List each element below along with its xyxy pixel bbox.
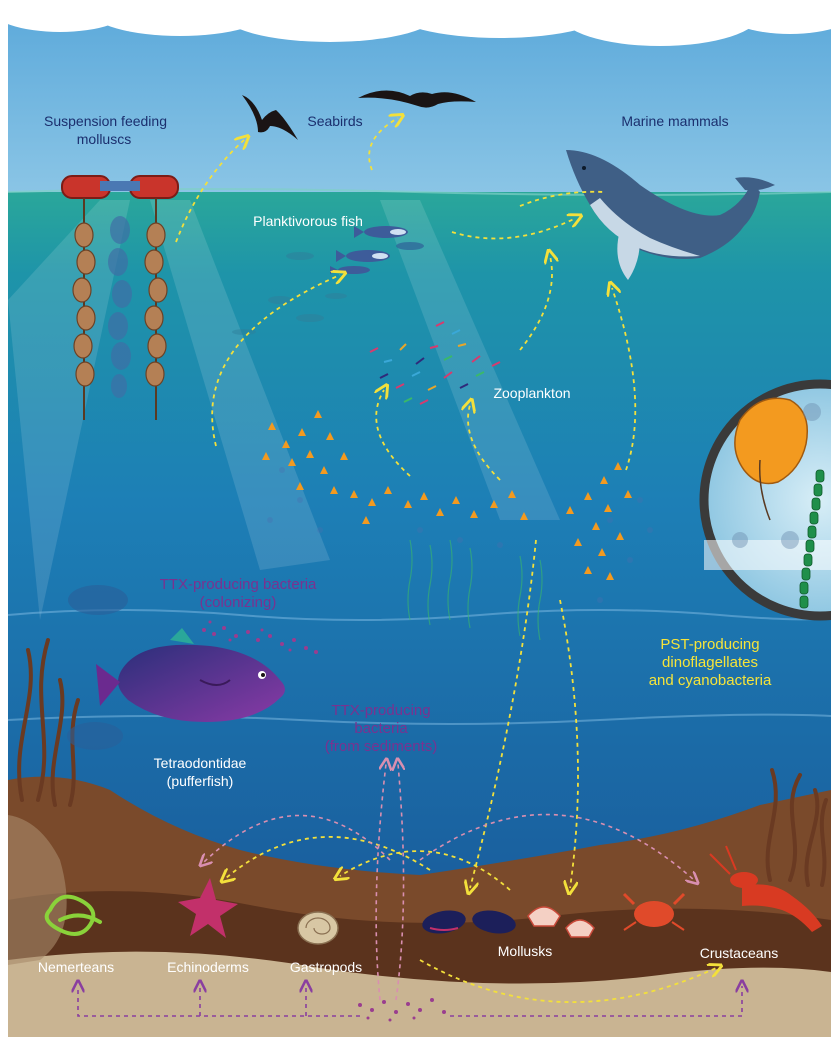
label-ttx-sediments: TTX-producing bacteria (from sediments) (316, 702, 446, 756)
label-pst-producing: PST-producing dinoflagellates and cyanob… (632, 636, 788, 690)
label-seabirds: Seabirds (300, 112, 370, 130)
label-ttx-sediments-line3: (from sediments) (316, 738, 446, 756)
label-ttx-colonizing: TTX-producing bacteria (colonizing) (138, 576, 338, 612)
label-suspension-feeding: Suspension feeding molluscs (44, 112, 164, 148)
label-pst-producing-line1: PST-producing (632, 636, 788, 654)
label-ttx-sediments-line2: bacteria (316, 720, 446, 738)
snail-icon (298, 912, 338, 944)
label-ttx-sediments-line1: TTX-producing (316, 702, 446, 720)
label-gastropods: Gastropods (278, 958, 374, 976)
label-pst-producing-line3: and cyanobacteria (632, 672, 788, 690)
label-tetraodontidae-line1: Tetraodontidae (140, 754, 260, 772)
label-planktivorous-fish: Planktivorous fish (240, 212, 376, 230)
label-mollusks: Mollusks (480, 942, 570, 960)
label-tetraodontidae: Tetraodontidae (pufferfish) (140, 754, 260, 790)
label-suspension-feeding-line2: molluscs (44, 130, 164, 148)
label-nemerteans: Nemerteans (24, 958, 128, 976)
label-ttx-colonizing-line2: (colonizing) (138, 594, 338, 612)
label-zooplankton: Zooplankton (484, 384, 580, 402)
label-echinoderms: Echinoderms (152, 958, 264, 976)
label-pst-producing-line2: dinoflagellates (632, 654, 788, 672)
label-marine-mammals: Marine mammals (610, 112, 740, 130)
label-suspension-feeding-line1: Suspension feeding (44, 112, 164, 130)
label-tetraodontidae-line2: (pufferfish) (140, 772, 260, 790)
label-ttx-colonizing-line1: TTX-producing bacteria (138, 576, 338, 594)
label-crustaceans: Crustaceans (684, 944, 794, 962)
